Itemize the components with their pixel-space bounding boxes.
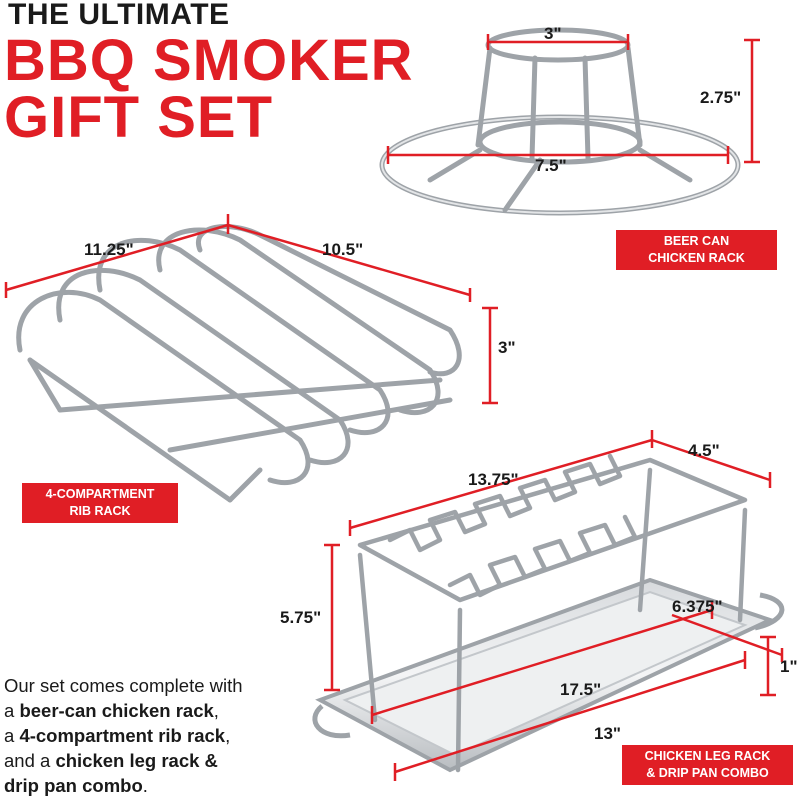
description-line-5: drip pan combo. <box>4 775 148 796</box>
pan-width-dimension: 6.375" <box>672 597 723 616</box>
pan-inner-dimension: 13" <box>594 724 621 743</box>
rib-rack-width-dimension: 10.5" <box>322 240 364 259</box>
header-title-line1: BBQ SMOKER <box>4 28 414 93</box>
item-beer-can: beer-can chicken rack <box>19 700 214 721</box>
beer-can-height-dimension: 2.75" <box>700 88 742 107</box>
rib-rack-label: 4-COMPARTMENT RIB RACK <box>22 483 178 523</box>
leg-rack-height-dimension: 5.75" <box>280 608 322 627</box>
leg-rack-width-dimension: 4.5" <box>688 441 720 460</box>
description-line-4: and a chicken leg rack & <box>4 750 218 771</box>
description-line-2: a beer-can chicken rack, <box>4 700 219 721</box>
rib-rack-height-dimension: 3" <box>498 338 516 357</box>
item-drip-pan: drip pan combo <box>4 775 143 796</box>
description-line-3: a 4-compartment rib rack, <box>4 725 231 746</box>
pan-length-dimension: 17.5" <box>560 680 602 699</box>
chicken-leg-rack-image <box>357 453 748 773</box>
beer-can-top-dimension: 3" <box>544 24 562 43</box>
beer-can-base-dimension: 7.5" <box>535 156 567 175</box>
beer-can-rack-label: BEER CAN CHICKEN RACK <box>616 230 777 270</box>
product-description: Our set comes complete with a beer-can c… <box>4 673 334 798</box>
rib-rack-length-dimension: 11.25" <box>84 240 134 259</box>
description-line-1: Our set comes complete with <box>4 675 243 696</box>
header-kicker: THE ULTIMATE <box>8 0 230 31</box>
leg-rack-length-dimension: 13.75" <box>468 470 519 489</box>
item-rib-rack: 4-compartment rib rack <box>19 725 226 746</box>
header-title-line2: GIFT SET <box>4 85 273 150</box>
item-leg-rack: chicken leg rack & <box>55 750 218 771</box>
leg-rack-label: CHICKEN LEG RACK & DRIP PAN COMBO <box>622 745 793 785</box>
dimension-lines <box>4 34 784 781</box>
pan-depth-dimension: 1" <box>780 657 798 676</box>
beer-can-chicken-rack-image <box>379 27 741 216</box>
